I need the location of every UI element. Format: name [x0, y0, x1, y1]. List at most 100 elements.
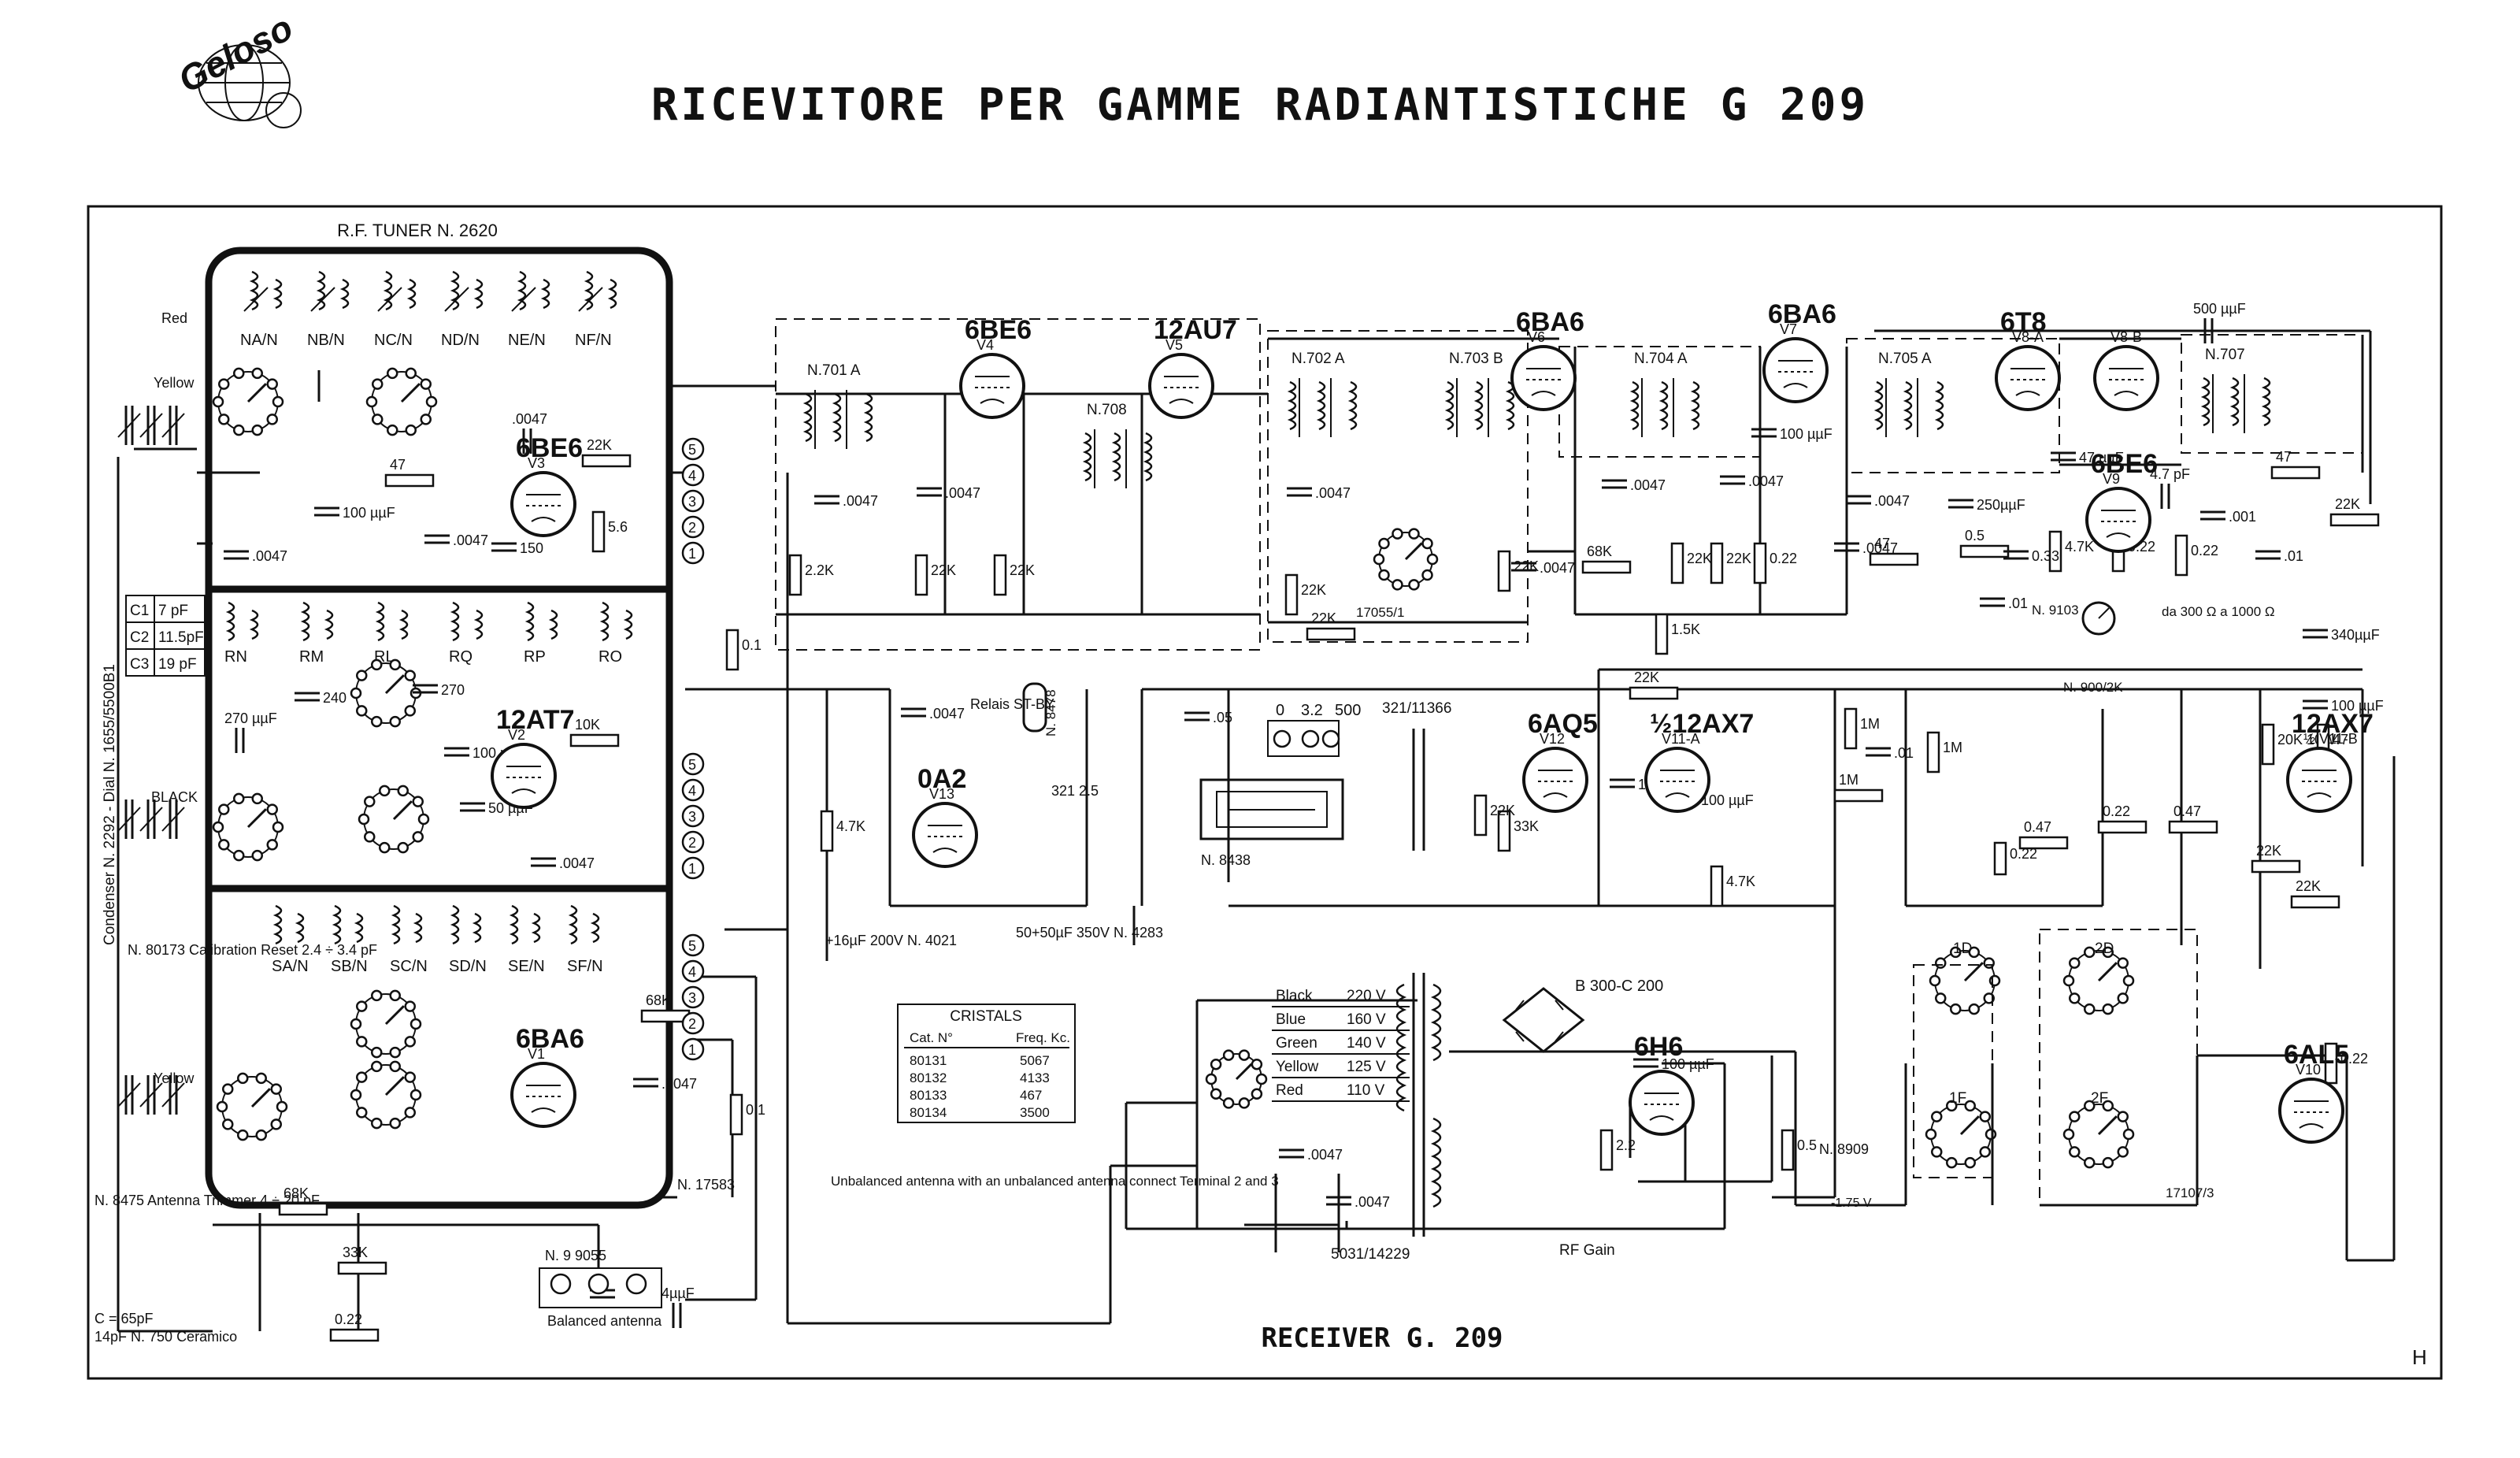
coil-label: RP — [524, 648, 546, 666]
relay-part: N. 8478 — [1043, 689, 1058, 736]
if-transformer: N.708 — [1082, 402, 1153, 488]
crystal-cat: 80134 — [910, 1105, 947, 1120]
resistor: 22K — [1710, 542, 1751, 584]
resistor: 10K — [569, 717, 620, 748]
capacitor: 500 µµF — [2193, 301, 2246, 343]
capacitor: 240 — [295, 690, 346, 706]
coil-label: RN — [224, 648, 247, 666]
capacitor-value: .05 — [1213, 710, 1232, 725]
choke-note: 321 2.5 — [1051, 783, 1099, 799]
balanced-antenna: Balanced antenna — [547, 1313, 662, 1329]
rf-gain-label: RF Gain — [1559, 1242, 1615, 1259]
resistor-value: 22K — [931, 562, 956, 578]
capacitor: .0047 — [224, 548, 287, 564]
filter-caps-note: +16µF 200V N. 4021 — [825, 933, 957, 948]
coil-label: ND/N — [441, 332, 480, 349]
neg-bias-part: N. 8909 — [1819, 1141, 1869, 1157]
ps-caps-note: 50+50µF 350V N. 4283 — [1016, 925, 1163, 940]
calibration-note: N. 80173 Calibration Reset 2.4 ÷ 3.4 pF — [128, 942, 377, 958]
capacitor: .0047 — [917, 485, 980, 501]
agc-voltage: -1.75 V — [1831, 1196, 1872, 1210]
speaker-tap-500: 500 — [1335, 702, 1361, 719]
resistor: 1M — [1844, 707, 1880, 750]
resistor: 1.5K — [1655, 613, 1700, 655]
resistor-value: 0.47 — [2024, 819, 2051, 835]
tube-type: 6BA6 — [516, 1024, 584, 1054]
resistor: 0.22 — [2174, 534, 2218, 577]
resistor-value: 22K — [2335, 496, 2360, 512]
tuner-coil: RN — [224, 601, 259, 666]
resistor-value: 33K — [343, 1245, 368, 1260]
capacitor: .01 — [2255, 548, 2303, 564]
resistor-value: 22K — [1311, 610, 1336, 626]
capacitor-value: 270 µµF — [224, 710, 277, 726]
transformer-label: N.705 A — [1878, 351, 1932, 367]
wiring — [117, 329, 2396, 1333]
resistor: 0.22 — [329, 1311, 380, 1342]
capacitor: .0047 — [512, 411, 547, 454]
resistor: 5.6 — [591, 510, 628, 553]
crystals-col-cat: Cat. N° — [910, 1030, 953, 1045]
capacitor: 4µµF — [662, 1285, 695, 1328]
capacitor-value: 340µµF — [2331, 627, 2380, 643]
coil-label: SD/N — [449, 958, 487, 975]
tuner-coil: NE/N — [508, 270, 550, 349]
standby-relay: Relais ST-BY N. 8478 — [970, 682, 1058, 736]
capacitor-value: .0047 — [662, 1076, 697, 1092]
capacitor-value: .0047 — [843, 493, 878, 509]
tuner-coil: RM — [299, 601, 334, 666]
resistor: 2.2K — [788, 554, 834, 596]
capacitor-value: .0047 — [1874, 493, 1910, 509]
terminal-number: 5 — [688, 938, 696, 954]
tube-type: 12AX7 — [2292, 709, 2374, 739]
tuner-coil: RL — [374, 601, 409, 666]
capacitor-value: .0047 — [252, 548, 287, 564]
tube-ref: V7 — [1780, 321, 1797, 337]
capacitor: .001 — [2200, 509, 2256, 525]
terminal-number: 4 — [688, 468, 696, 484]
resistor: 22K — [2329, 496, 2380, 527]
trimmer-c2-value: 11.5pF — [158, 629, 204, 646]
transformer-label: N.708 — [1087, 402, 1127, 418]
resistor-value: 1.5K — [1671, 621, 1700, 637]
capacitor-value: .01 — [2008, 595, 2028, 611]
resistor: 68K — [278, 1185, 328, 1216]
transformer-label: N.701 A — [807, 362, 861, 379]
terminal: 3 — [681, 804, 705, 828]
resistor-value: 4.7K — [2065, 539, 2094, 555]
capacitor: 270 µµF — [224, 710, 277, 753]
resistor: 22K — [1473, 794, 1515, 837]
coil-label: NF/N — [575, 332, 612, 349]
meter-range: da 300 Ω a 1000 Ω — [2162, 604, 2275, 619]
footer-title: RECEIVER G. 209 — [1261, 1323, 1503, 1354]
resistor: 22K — [914, 554, 956, 596]
mains-wire: Yellow — [1276, 1059, 1319, 1075]
resistor-value: 0.22 — [335, 1311, 362, 1327]
tuner-coil: NA/N — [240, 270, 283, 349]
terminal: 2 — [681, 515, 705, 539]
terminal: 4 — [681, 959, 705, 983]
tuner-title: R.F. TUNER N. 2620 — [337, 221, 498, 240]
resistor-value: 47 — [390, 457, 406, 473]
terminal: 1 — [681, 856, 705, 880]
terminal-number: 4 — [688, 964, 696, 980]
tube-ref: V8-B — [2110, 329, 2142, 345]
tuner-coil: RP — [524, 601, 558, 666]
resistor-value: 1M — [1860, 716, 1880, 732]
tuner-coil: NF/N — [575, 270, 617, 349]
s-meter: N. 9103 da 300 Ω a 1000 Ω N. 900/2K — [2032, 601, 2275, 695]
switch-wafer — [216, 1072, 288, 1141]
resistor: 22K — [1306, 610, 1356, 641]
vacuum-tube: 6H6 — [1629, 1032, 1695, 1136]
trimmer-group — [117, 406, 185, 445]
coil-label: SC/N — [390, 958, 428, 975]
